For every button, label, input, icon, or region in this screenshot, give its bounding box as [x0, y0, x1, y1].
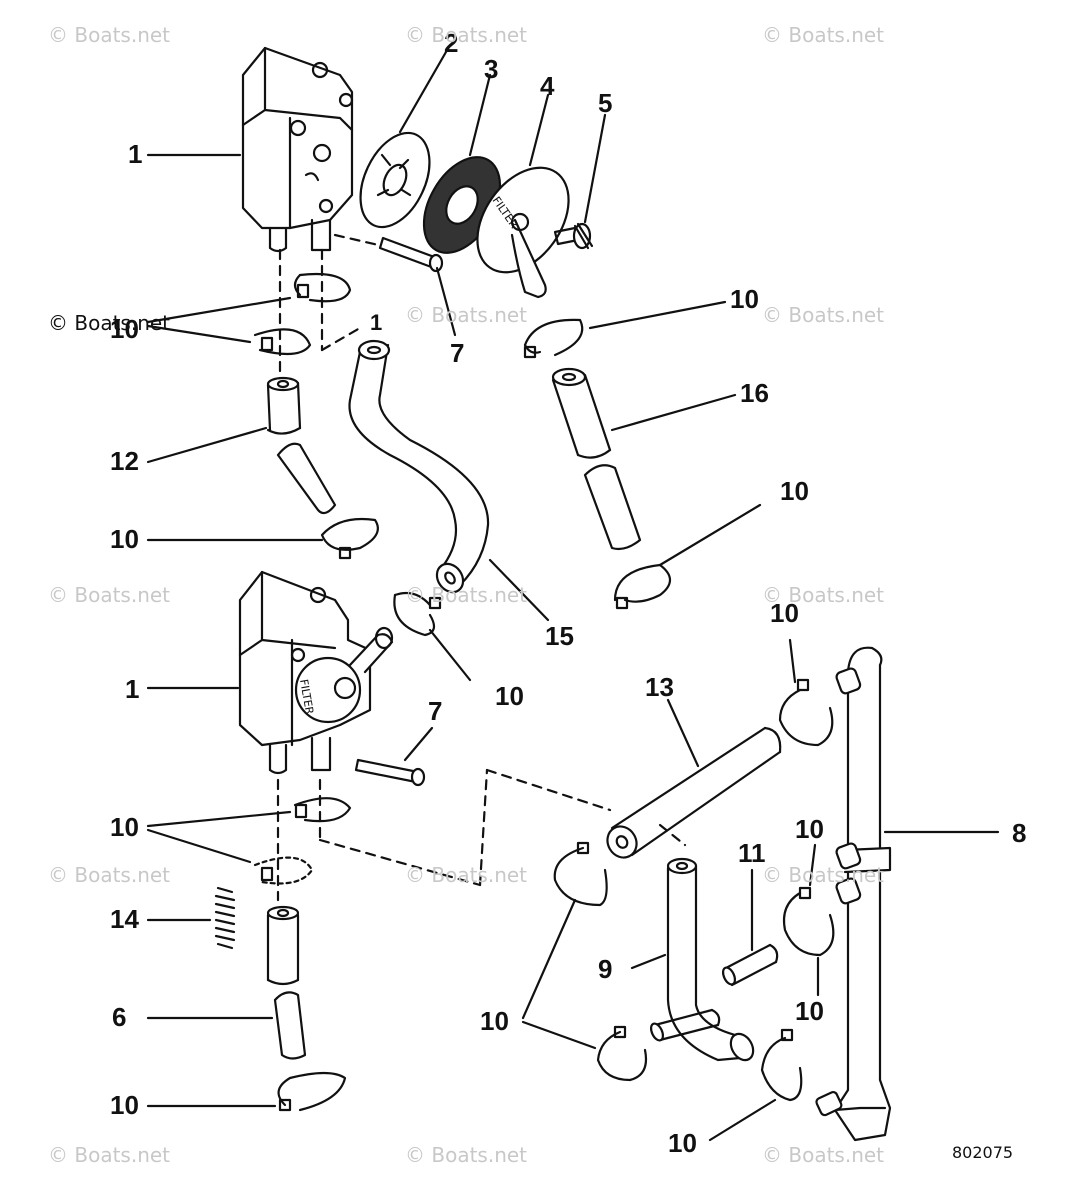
watermark: © Boats.net — [762, 1143, 884, 1167]
hose-part-13 — [606, 726, 782, 859]
callout-10-l: 10 — [668, 1128, 697, 1158]
callout-5: 5 — [598, 88, 612, 118]
watermark: © Boats.net — [48, 583, 170, 607]
watermark: © Boats.net — [405, 23, 527, 47]
upper-fuel-pump — [241, 46, 354, 253]
lower-fuel-pump: FILTER — [238, 570, 394, 775]
lower-filter-embossed-text: FILTER — [297, 678, 316, 716]
hose-clip-lower-center-b — [596, 1025, 648, 1082]
callout-10-f: 10 — [110, 812, 139, 842]
pin-part-7-lower — [354, 758, 426, 787]
fuel-line-part-8 — [815, 646, 892, 1142]
callout-12: 12 — [110, 446, 139, 476]
hose-clip-bottom-right — [760, 1028, 803, 1102]
callout-10-j: 10 — [795, 996, 824, 1026]
callout-10-e: 10 — [780, 476, 809, 506]
watermarks: © Boats.net © Boats.net © Boats.net © Bo… — [48, 23, 884, 1167]
watermark: © Boats.net — [48, 1143, 170, 1167]
callout-10-d: 10 — [730, 284, 759, 314]
callout-11: 11 — [738, 838, 766, 868]
callout-13: 13 — [645, 672, 674, 702]
watermark: © Boats.net — [48, 23, 170, 47]
callout-10-i: 10 — [795, 814, 824, 844]
callout-14: 14 — [110, 904, 139, 934]
watermark: © Boats.net — [405, 1143, 527, 1167]
hose-clips-upper-left — [253, 272, 352, 356]
callout-9: 9 — [598, 954, 612, 984]
callout-3: 3 — [484, 54, 498, 84]
callout-1-dash: 1 — [370, 310, 382, 335]
watermark: © Boats.net — [405, 303, 527, 327]
figure-number: 802075 — [952, 1143, 1013, 1162]
pin-part-7-upper — [378, 236, 444, 273]
watermark: © Boats.net — [405, 863, 527, 887]
callout-10-b: 10 — [110, 524, 139, 554]
hose-part-6 — [266, 905, 307, 1060]
spring-part-14 — [214, 886, 236, 950]
watermark: © Boats.net — [762, 23, 884, 47]
callout-15: 15 — [545, 621, 574, 651]
hose-clip-right-upper — [778, 678, 834, 747]
callout-10-a: 10 — [110, 314, 139, 344]
callout-8: 8 — [1012, 818, 1026, 848]
callout-10-h: 10 — [770, 598, 799, 628]
callout-10-k: 10 — [480, 1006, 509, 1036]
watermark: © Boats.net — [405, 583, 527, 607]
hose-clip-right-mid — [782, 886, 835, 957]
watermark: © Boats.net — [48, 863, 170, 887]
filter-cover-part-4: FILTER — [476, 166, 570, 299]
hose-clip-lower-center-a — [553, 841, 608, 907]
hose-clip-mid-left — [320, 517, 379, 560]
callout-10-c: 10 — [495, 681, 524, 711]
watermark-dark: © Boats.net — [48, 311, 170, 335]
callout-10-g: 10 — [110, 1090, 139, 1120]
watermark: © Boats.net — [762, 583, 884, 607]
callout-1-top: 1 — [128, 139, 142, 169]
connector-part-11 — [649, 943, 779, 1042]
callout-4: 4 — [540, 71, 555, 101]
callout-7-top: 7 — [450, 338, 464, 368]
hose-part-15 — [348, 339, 490, 594]
hose-part-12 — [266, 376, 337, 515]
hose-clip-bottom-left — [277, 1071, 347, 1112]
hose-clips-lower-left — [253, 797, 352, 885]
lower-guide-lines — [276, 768, 687, 902]
hose-clip-center — [393, 591, 442, 637]
watermark: © Boats.net — [762, 303, 884, 327]
hose-clip-right-middle — [613, 563, 672, 610]
callout-1-mid: 1 — [125, 674, 139, 704]
callout-16: 16 — [740, 378, 769, 408]
pump-disc-part-2 — [359, 131, 431, 229]
callout-7-mid: 7 — [428, 696, 442, 726]
hose-part-16 — [551, 367, 642, 551]
screw-part-5 — [553, 222, 594, 250]
callout-2: 2 — [444, 28, 458, 58]
watermark: © Boats.net — [762, 863, 884, 887]
hose-clip-upper-right — [523, 318, 584, 359]
callout-6: 6 — [112, 1002, 126, 1032]
